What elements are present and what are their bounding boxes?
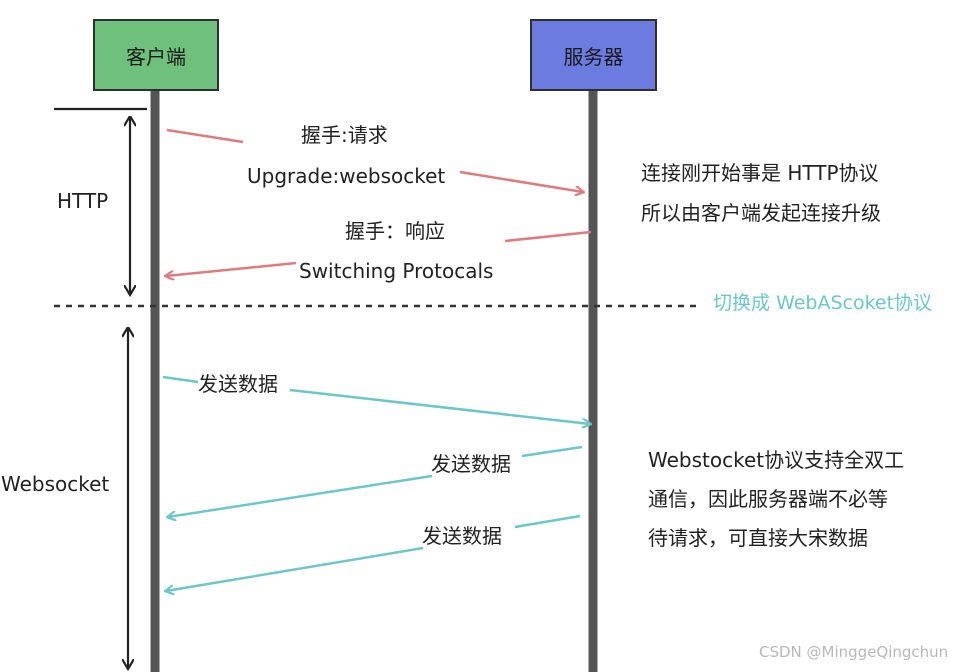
switch-note: 切换成 WebAScoket协议 <box>713 292 933 314</box>
websocket-note-line-2: 通信，因此服务器端不必等 <box>648 487 888 511</box>
http-note-line-1: 连接刚开始事是 HTTP协议 <box>641 161 879 185</box>
websocket-note-line-1: Webstocket协议支持全双工 <box>648 448 905 472</box>
send-data-arrow-3-start <box>514 514 581 529</box>
send-data-label-2: 发送数据 <box>431 452 511 476</box>
handshake-response-label: 握手：响应 <box>345 219 445 243</box>
handshake-request-arrow <box>459 170 583 192</box>
send-data-arrow-2-start <box>521 445 583 458</box>
websocket-note-line-3: 待请求，可直接大宋数据 <box>648 526 868 550</box>
send-data-label-1: 发送数据 <box>198 372 278 396</box>
handshake-request-arrow-start <box>166 128 244 144</box>
handshake-response-arrow-start <box>504 230 592 243</box>
send-data-arrow-1-start <box>162 375 199 384</box>
upgrade-label: Upgrade:websocket <box>247 164 446 188</box>
server-participant-label: 服务器 <box>563 44 624 69</box>
send-data-arrow-3 <box>166 546 424 591</box>
server-participant-box: 服务器 <box>530 19 657 91</box>
client-participant-label: 客户端 <box>126 44 186 69</box>
client-participant-box: 客户端 <box>93 19 219 91</box>
watermark: CSDN @MinggeQingchun <box>759 643 949 661</box>
websocket-phase-label: Websocket <box>1 472 110 496</box>
send-data-arrow-1 <box>289 388 590 424</box>
handshake-request-label: 握手:请求 <box>301 123 388 147</box>
handshake-response-arrow <box>166 261 297 276</box>
switching-protocols-label: Switching Protocals <box>299 259 494 283</box>
http-phase-label: HTTP <box>57 189 109 213</box>
send-data-arrow-2 <box>168 474 433 517</box>
send-data-label-3: 发送数据 <box>422 524 502 548</box>
http-note-line-2: 所以由客户端发起连接升级 <box>641 201 881 225</box>
